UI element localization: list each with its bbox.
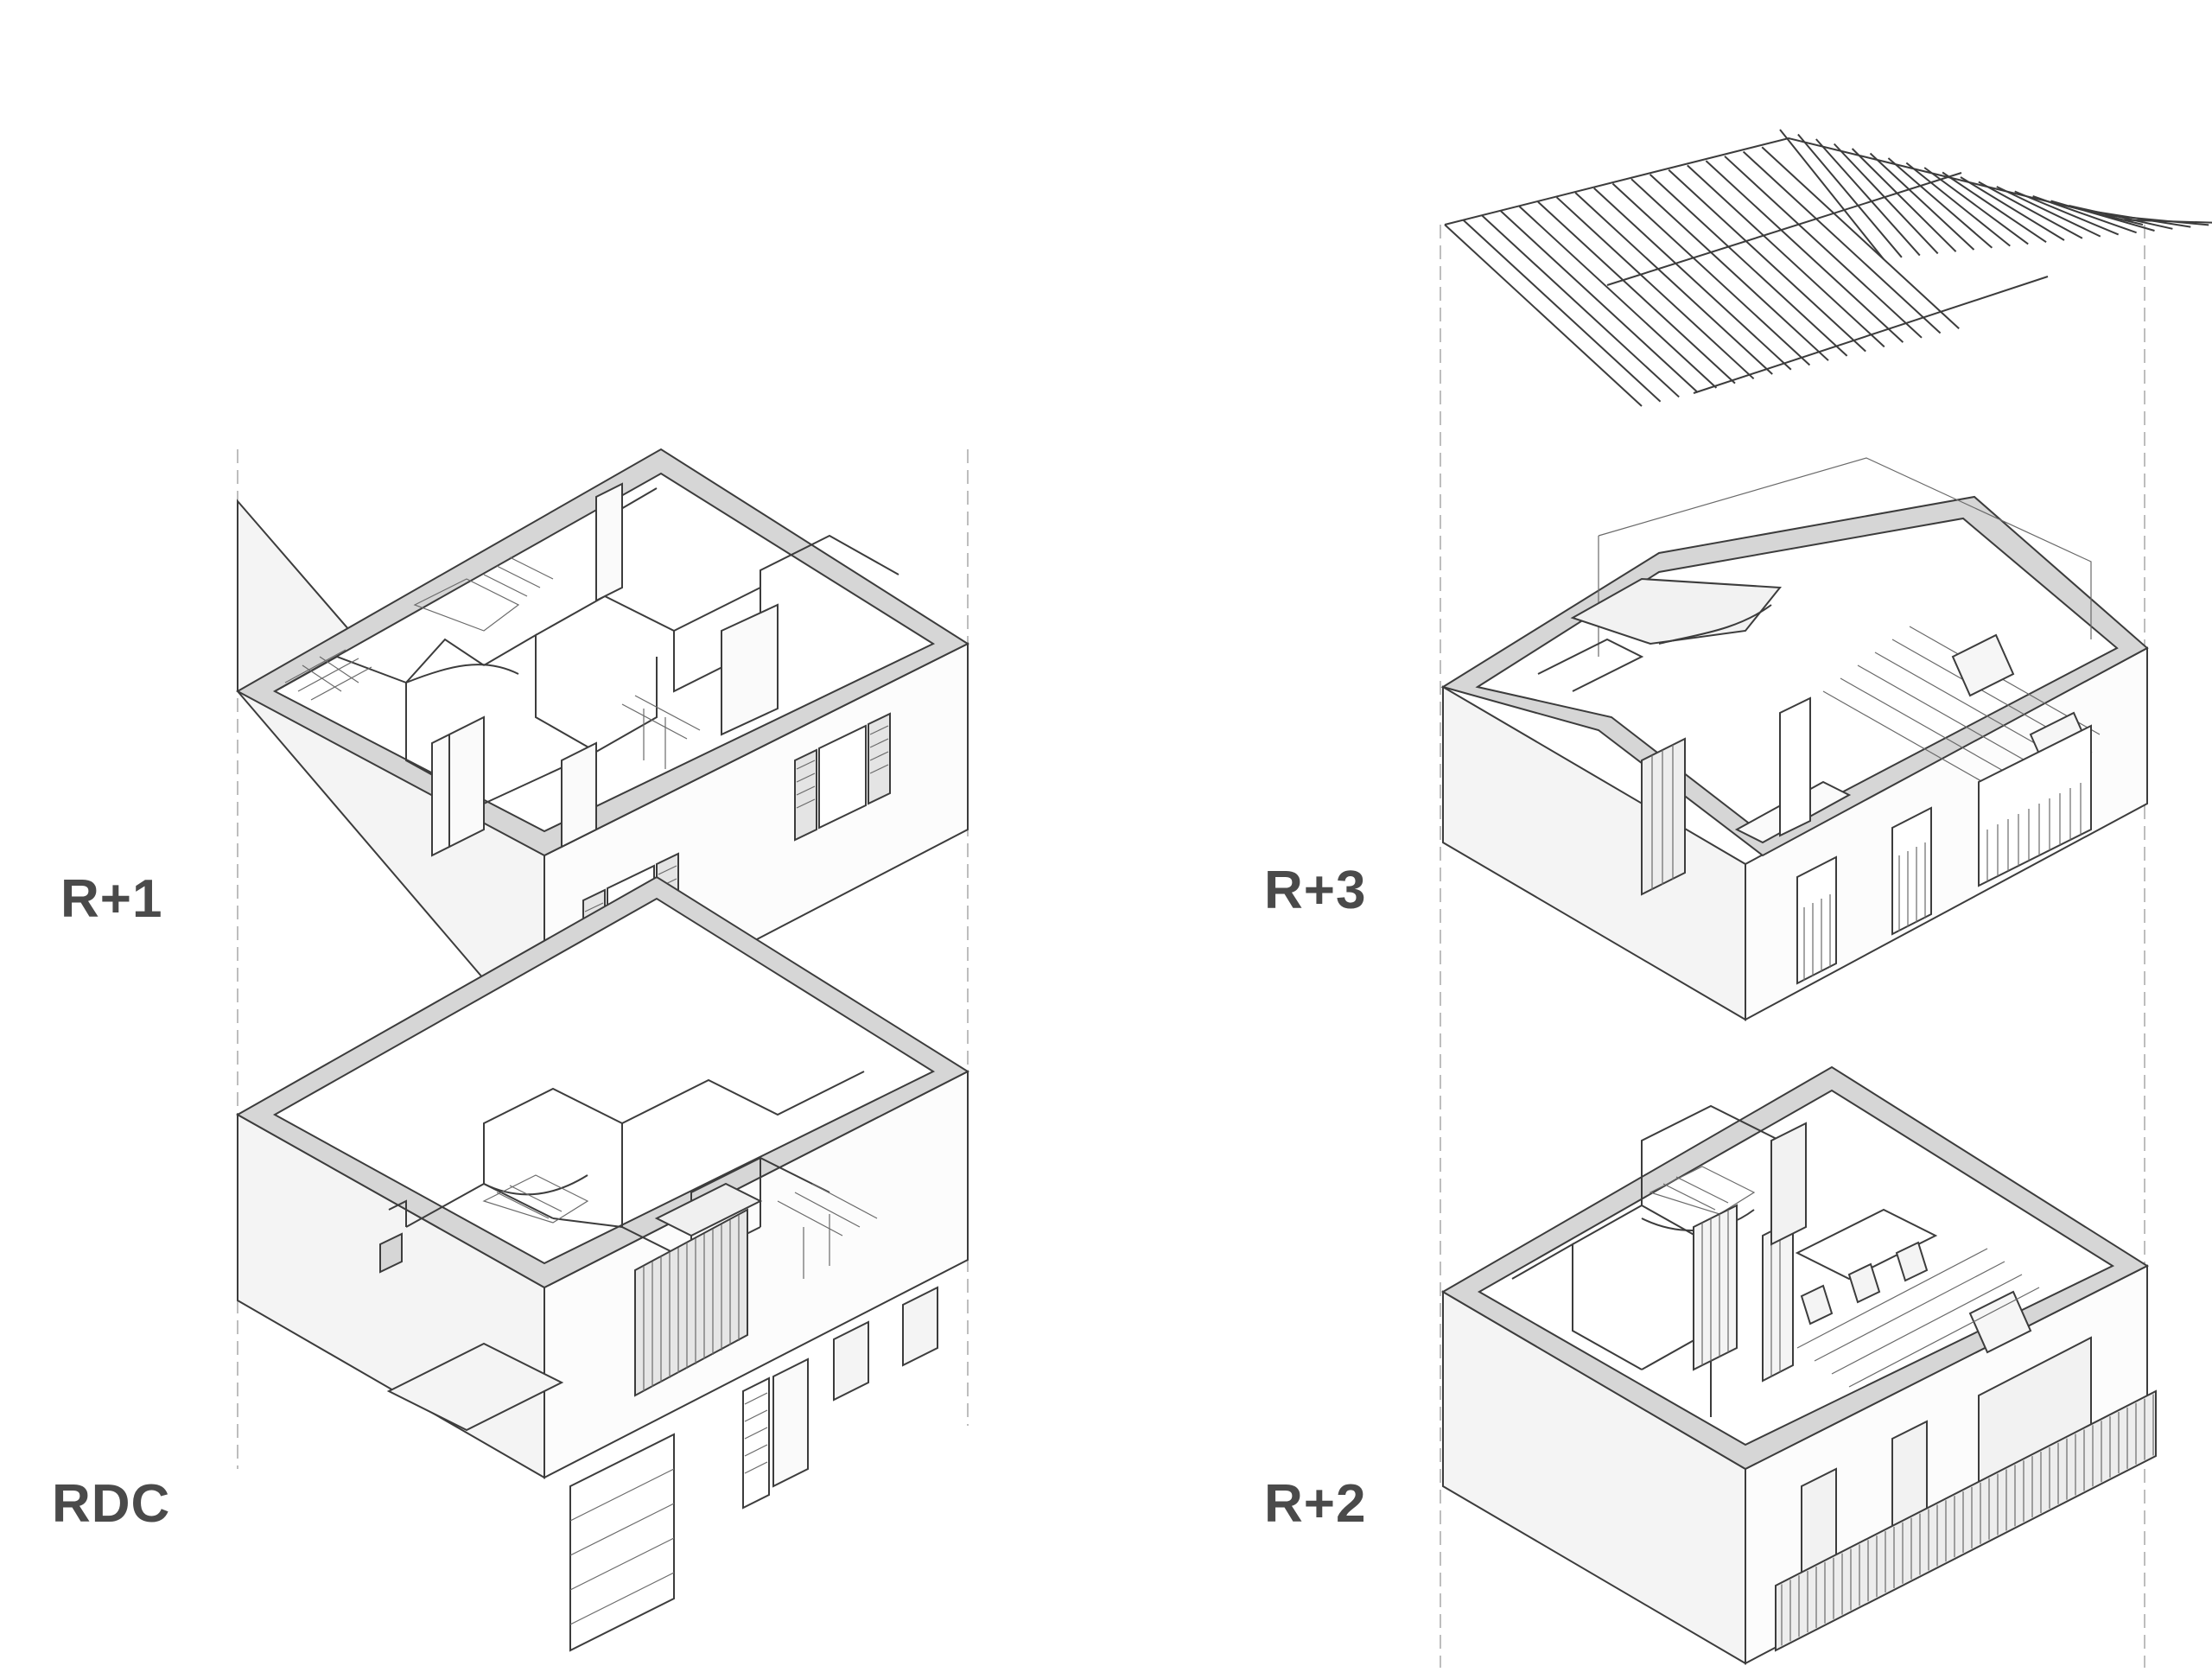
rafter <box>1797 133 1903 258</box>
rafter <box>2123 219 2212 224</box>
rafter <box>1593 188 1792 371</box>
rafter <box>1611 182 1811 366</box>
rafter <box>1978 181 2083 239</box>
rafter <box>1905 162 2011 247</box>
r2-balcony-railing <box>1775 1389 2157 1652</box>
rdc-slat-screen <box>634 1208 748 1397</box>
r3-railings <box>1796 724 2092 985</box>
rafter <box>1481 214 1680 398</box>
rafter <box>1574 192 1773 375</box>
rafter <box>1518 206 1718 389</box>
block-rdc <box>235 875 970 1652</box>
floor-label-r1: R+1 <box>60 869 163 929</box>
rafter <box>1779 129 1885 260</box>
block-r2 <box>1441 1065 2157 1665</box>
rafter <box>1742 150 1942 334</box>
rafter <box>1555 196 1755 380</box>
rafter <box>2105 214 2209 226</box>
rafter <box>1500 210 1699 393</box>
rafter <box>1444 224 1643 407</box>
floor-label-r2: R+2 <box>1264 1474 1367 1534</box>
rafter <box>1942 171 2047 244</box>
rafter <box>1923 167 2029 245</box>
rafter <box>1705 160 1904 343</box>
rafter <box>2014 190 2120 236</box>
rafter <box>1869 152 1975 251</box>
roof-frame <box>1444 129 2212 407</box>
rdc-garage-door <box>569 1433 675 1652</box>
rafter <box>1833 143 1939 255</box>
rafter <box>1537 200 1736 385</box>
rafter <box>1960 176 2065 241</box>
rafter <box>1761 146 1960 329</box>
rafter <box>1996 186 2101 238</box>
block-r1 <box>235 448 970 1052</box>
block-r3 <box>1440 457 2149 1021</box>
floor-label-r3: R+3 <box>1264 861 1367 920</box>
rafter <box>1851 148 1957 252</box>
rafter <box>1668 168 1866 353</box>
floor-label-rdc: RDC <box>52 1474 171 1534</box>
rafter <box>1649 174 1848 357</box>
rafter <box>1724 156 1923 339</box>
rafter <box>1815 138 1921 257</box>
rafter <box>1630 178 1829 361</box>
rafter <box>1687 164 1885 348</box>
rafter <box>1887 157 1993 249</box>
rafter <box>1462 219 1662 403</box>
